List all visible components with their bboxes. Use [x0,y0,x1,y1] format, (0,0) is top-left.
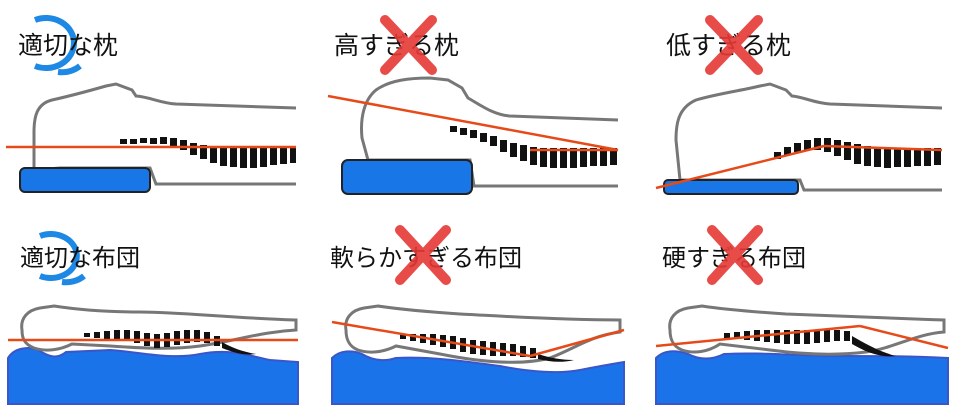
ok-circle-icon [33,15,77,71]
alignment-line [331,320,531,358]
body-outline [674,82,943,192]
ng-cross-icon [395,225,451,285]
alignment-line-right [859,324,949,350]
spine [450,126,617,168]
panel-label: 適切な枕 [18,31,118,60]
ng-cross-icon [380,15,437,75]
ok-circle-icon-lower [61,273,86,286]
panel-proper-pillow: 適切な枕 [6,15,297,193]
spine [774,138,941,168]
ok-circle-icon-lower [57,63,82,76]
panel-low-pillow: 低すぎる枕 [655,15,943,195]
pillow [341,159,473,195]
alignment-line-flat [823,144,943,152]
ng-cross-icon [705,15,763,75]
body-outline [360,76,619,188]
mattress [7,347,299,405]
panel-label: 適切な布団 [20,244,140,272]
mattress [655,350,949,405]
body-outline [32,82,297,186]
ok-circle-icon [38,231,80,281]
alignment-line [655,144,825,190]
pillow [19,167,151,193]
panel-hard-futon: 硬すぎる布団 [655,225,949,405]
mattress [331,350,625,405]
panel-proper-futon: 適切な布団 [7,231,299,405]
alignment-line-right [529,328,625,358]
alignment-line [655,324,861,348]
panel-high-pillow: 高すぎる枕 [327,15,619,195]
spine [120,137,296,168]
panel-soft-futon: 軟らかすぎる布団 [330,225,625,405]
ng-cross-icon [707,225,763,285]
alignment-line [327,94,619,152]
